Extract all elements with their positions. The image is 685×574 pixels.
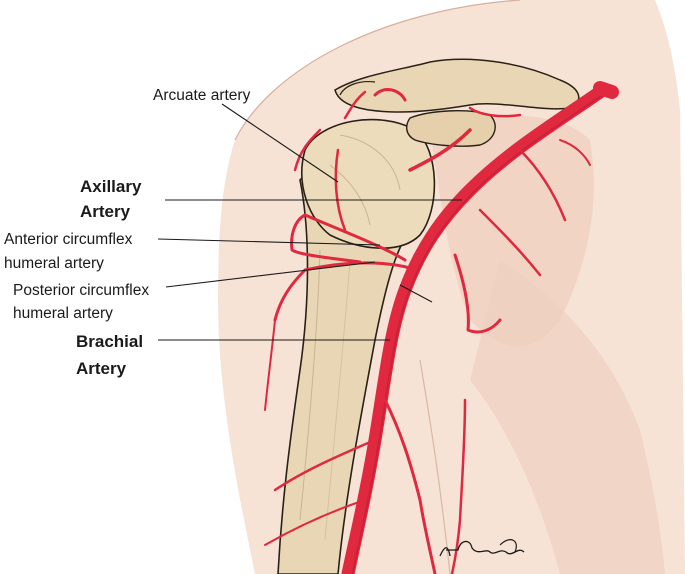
label-anterior-circumflex-line2: humeral artery bbox=[4, 255, 104, 272]
label-axillary-line2: Artery bbox=[80, 202, 131, 221]
humeral-head bbox=[301, 118, 436, 249]
label-brachial-line1: Brachial bbox=[76, 332, 143, 351]
labels: Arcuate artery Axillary Artery Anterior … bbox=[4, 87, 251, 378]
leader-lines bbox=[157, 103, 462, 341]
artery-branches bbox=[264, 88, 591, 574]
leader-extra-right bbox=[399, 284, 433, 303]
artist-signature bbox=[439, 539, 525, 557]
axillary-brachial-artery bbox=[341, 81, 619, 574]
label-brachial-line2: Artery bbox=[76, 359, 127, 378]
label-posterior-circumflex-line2: humeral artery bbox=[13, 305, 113, 322]
label-anterior-circumflex-line1: Anterior circumflex bbox=[4, 231, 133, 248]
leader-anterior-circumflex bbox=[157, 238, 381, 246]
label-posterior-circumflex-line1: Posterior circumflex bbox=[13, 282, 149, 299]
label-axillary-line1: Axillary bbox=[80, 177, 142, 196]
scapula-region bbox=[430, 116, 594, 347]
leader-arcuate bbox=[221, 103, 339, 183]
clavicle-acromion bbox=[334, 58, 580, 147]
leader-posterior-circumflex bbox=[165, 261, 376, 288]
label-arcuate-artery: Arcuate artery bbox=[153, 87, 251, 104]
